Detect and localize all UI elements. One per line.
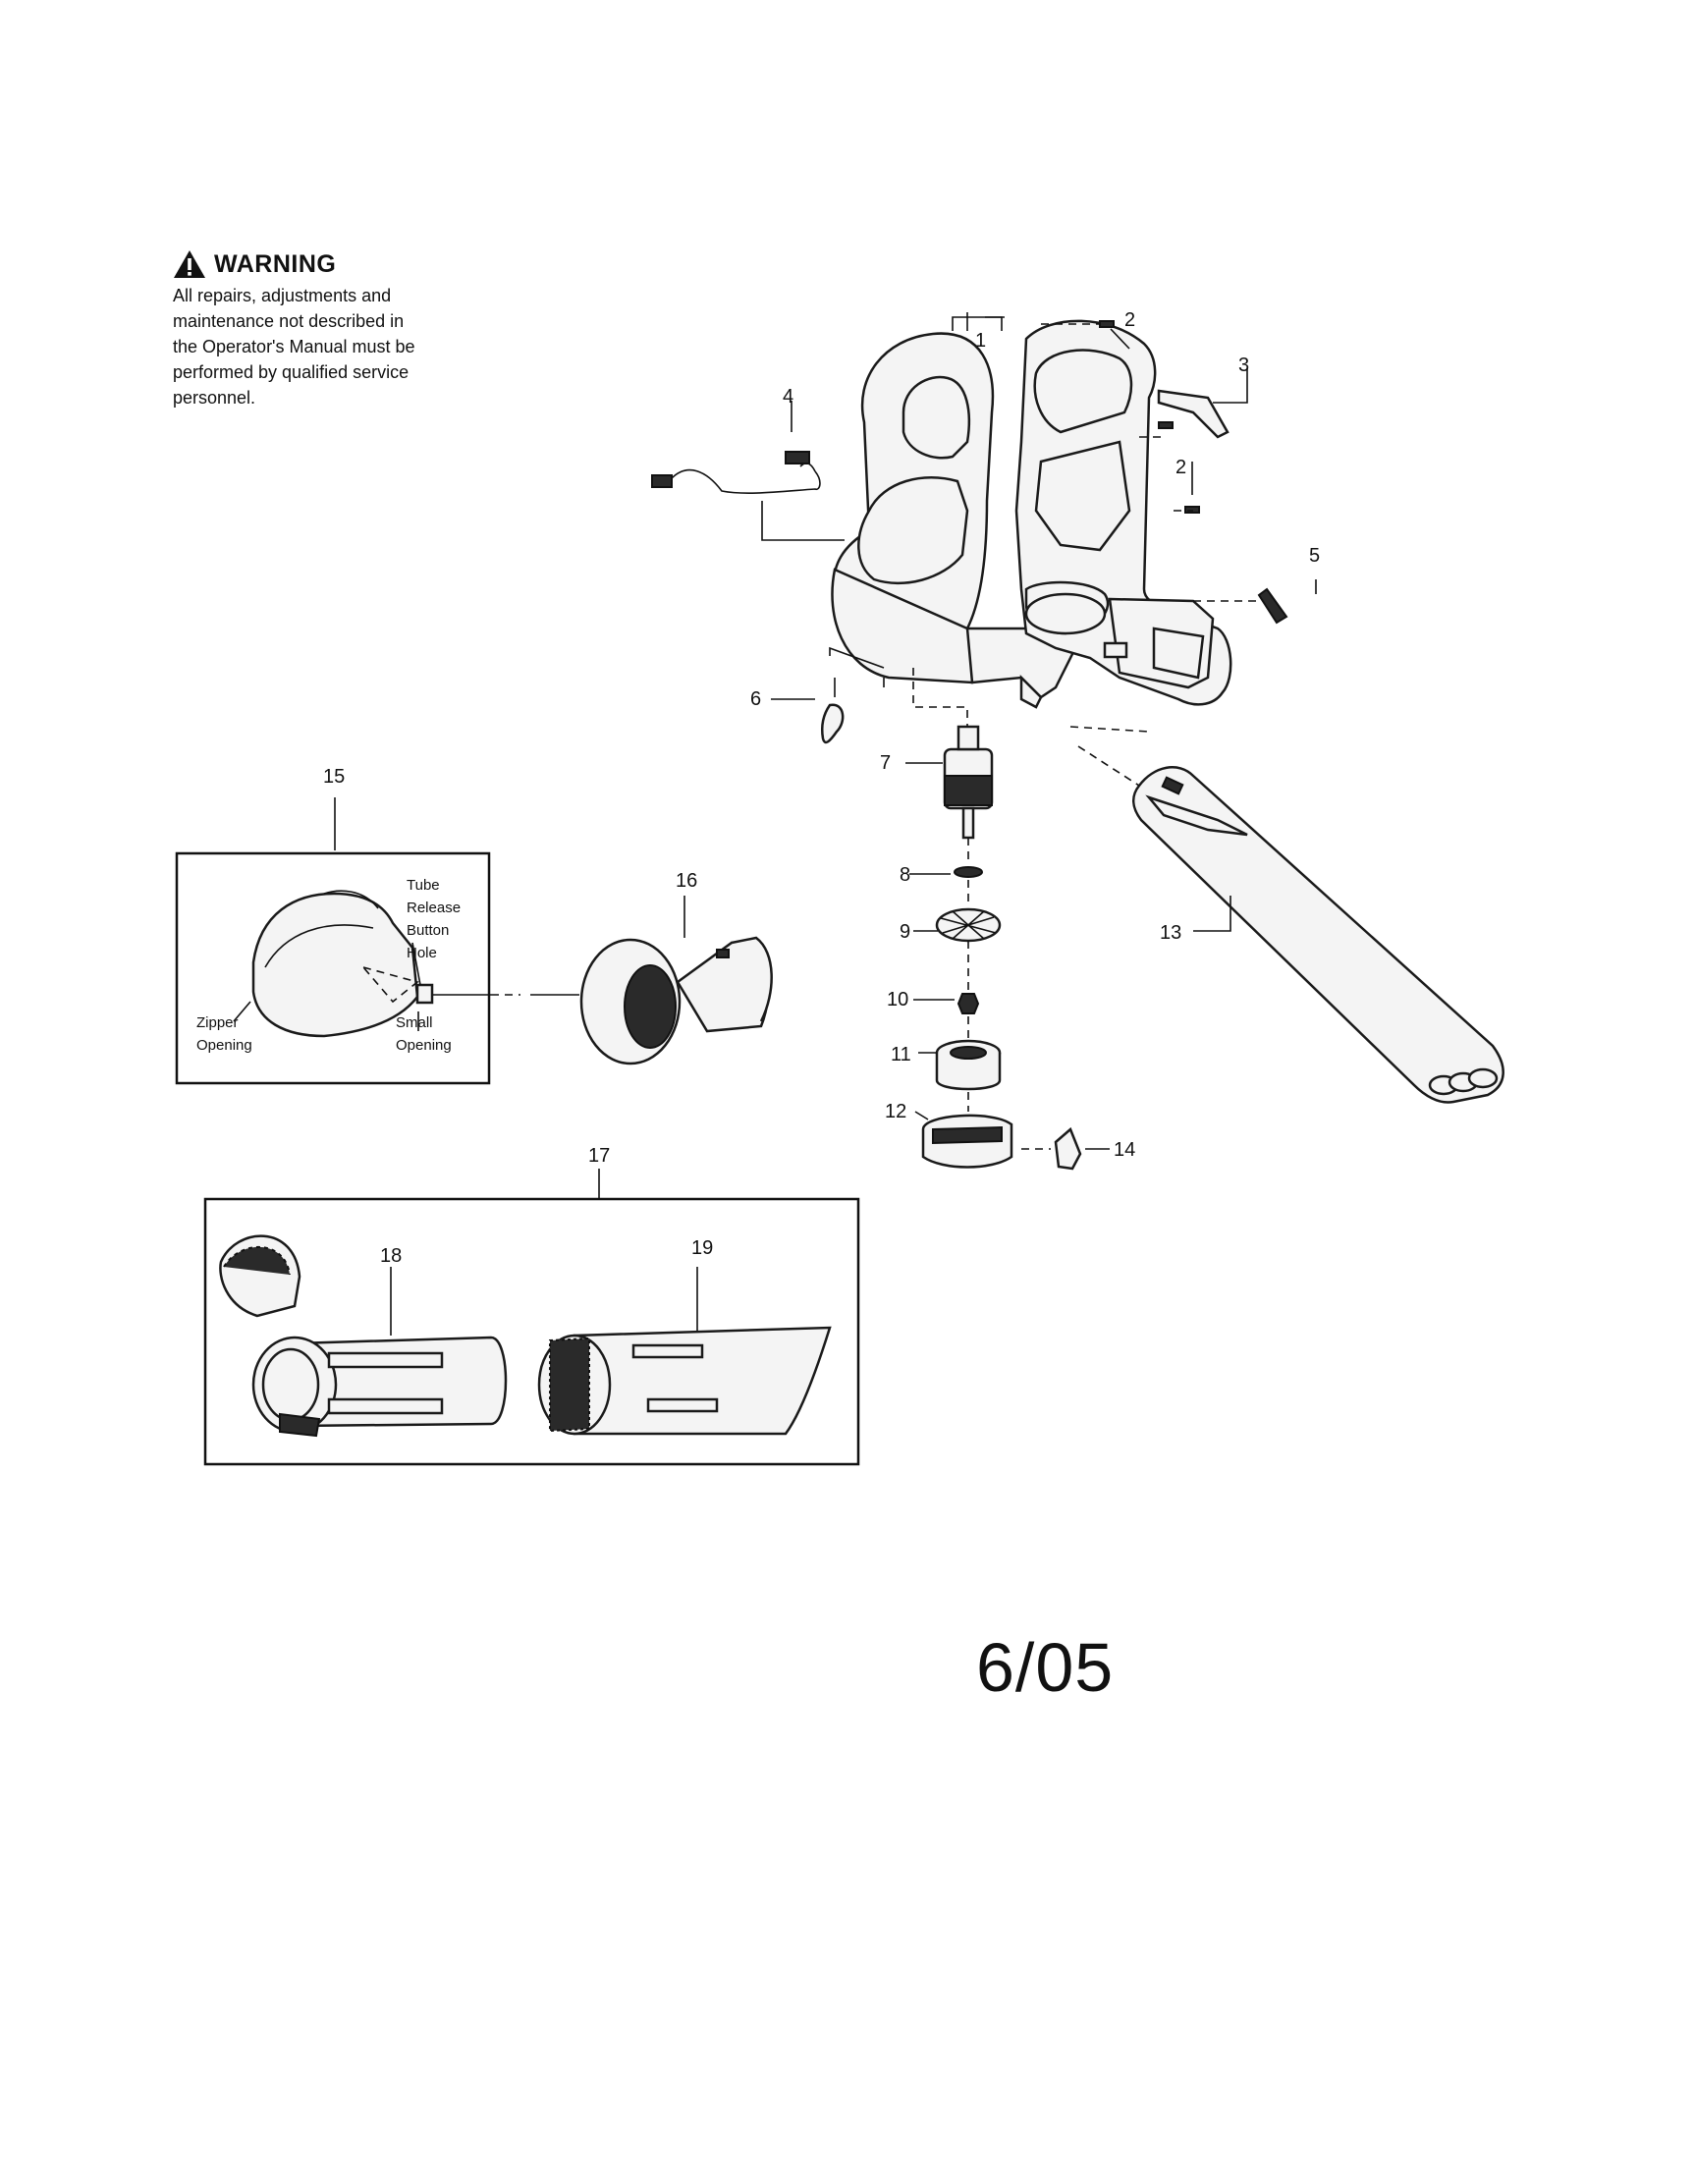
callout-6: 6 — [750, 688, 761, 710]
callout-10: 10 — [887, 989, 908, 1010]
callout-19: 19 — [691, 1237, 713, 1259]
note-small-opening: Opening — [396, 1037, 452, 1054]
part-11-fan-cover — [935, 1039, 1002, 1091]
callout-11: 11 — [891, 1044, 911, 1065]
part-3-clip — [1157, 389, 1230, 439]
warning-header: WARNING — [173, 249, 458, 279]
note-tube-release: Release — [407, 900, 461, 916]
leader-lines — [233, 312, 1317, 1336]
callout-8: 8 — [900, 864, 910, 886]
warning-triangle-icon — [174, 250, 205, 278]
part-19-front-nozzle — [537, 1326, 832, 1436]
part-7-motor — [943, 725, 994, 840]
callout-14: 14 — [1114, 1139, 1135, 1161]
part-12-impeller-housing — [921, 1114, 1013, 1169]
callout-13: 13 — [1160, 922, 1181, 944]
warning-line: personnel. — [173, 388, 256, 408]
part-13-blower-tube — [1132, 766, 1504, 1104]
part-6-cord-clip — [821, 703, 845, 744]
callout-15: 15 — [323, 766, 345, 788]
callout-16: 16 — [676, 870, 697, 892]
warning-title: WARNING — [214, 249, 337, 278]
warning-line: the Operator's Manual must be — [173, 337, 415, 356]
callout-1: 1 — [975, 330, 986, 352]
part-10-nut — [956, 993, 980, 1014]
callout-7: 7 — [880, 752, 891, 774]
callout-5: 5 — [1309, 545, 1320, 567]
warning-text: All repairs, adjustments and maintenance… — [173, 283, 458, 410]
part-5-switch — [1257, 587, 1288, 625]
warning-notice: WARNING All repairs, adjustments and mai… — [173, 249, 458, 410]
note-small-opening: Small — [396, 1014, 433, 1031]
bag-notes: Tube Release Button Hole Zipper Opening … — [196, 877, 461, 1054]
callout-2: 2 — [1175, 457, 1186, 478]
note-zipper-opening: Opening — [196, 1037, 252, 1054]
note-zipper-opening: Zipper — [196, 1014, 239, 1031]
warning-line: All repairs, adjustments and — [173, 286, 392, 305]
part-2-screw — [1158, 421, 1174, 429]
callout-3: 3 — [1238, 355, 1249, 376]
callout-9: 9 — [900, 921, 910, 943]
tube-detail-frame — [203, 1197, 860, 1466]
part-2-screw — [1099, 320, 1115, 328]
part-16-bag-adapter — [579, 936, 773, 1065]
bag-detail-frame — [175, 851, 491, 1085]
part-4-cord — [651, 451, 821, 494]
callout-18: 18 — [380, 1245, 402, 1267]
warning-line: maintenance not described in — [173, 311, 405, 331]
callout-2: 2 — [1124, 309, 1135, 331]
note-tube-release: Hole — [407, 945, 437, 961]
part-15-collection-bag — [251, 890, 434, 1038]
part-8-washer — [954, 866, 983, 878]
part-14-clip — [1054, 1126, 1082, 1171]
part-2-screw — [1184, 506, 1200, 514]
callout-4: 4 — [783, 386, 793, 408]
revision-date: 6/05 — [976, 1629, 1115, 1706]
callout-12: 12 — [885, 1101, 906, 1122]
callout-labels: 1 2 3 4 2 5 6 7 8 9 10 11 12 13 14 15 16… — [323, 309, 1320, 1267]
warning-line: performed by qualified service — [173, 362, 410, 382]
part-18-rear-tube — [219, 1234, 508, 1438]
note-tube-release: Tube — [407, 877, 440, 894]
callout-17: 17 — [588, 1145, 610, 1167]
part-9-fan — [935, 907, 1002, 943]
note-tube-release: Button — [407, 922, 449, 939]
part-1-housing — [831, 319, 1232, 709]
